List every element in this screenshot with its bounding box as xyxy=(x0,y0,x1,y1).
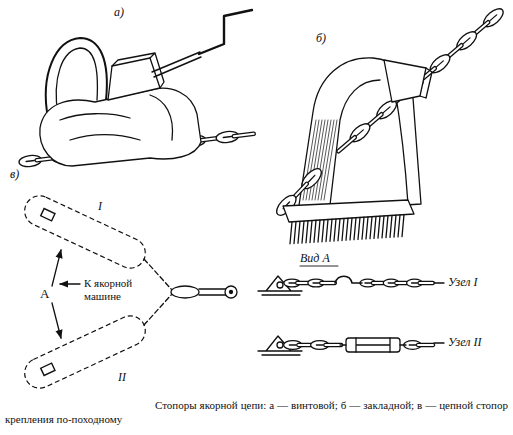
deck-eye xyxy=(258,336,302,355)
base-rib xyxy=(378,216,380,238)
chain-link xyxy=(232,132,255,138)
figure-letter: б) xyxy=(316,32,326,45)
screw-block xyxy=(108,58,160,100)
chain-link xyxy=(309,175,315,182)
base-rib xyxy=(370,217,372,239)
chain-line xyxy=(144,259,172,325)
stopper-body xyxy=(40,88,201,166)
chain-link xyxy=(383,107,390,113)
loop-outline xyxy=(20,192,150,272)
figure-letter: а) xyxy=(114,6,124,19)
base-rib xyxy=(290,222,292,244)
base-rib xyxy=(358,217,360,239)
chain-link xyxy=(416,343,434,346)
base-rib xyxy=(394,215,396,237)
figure-letter: в) xyxy=(10,168,19,181)
shackle xyxy=(171,286,199,298)
chain-eye xyxy=(230,291,233,294)
loop-outline xyxy=(20,312,150,392)
figure-caption: Стопоры якорной цепи: а — винтовой; б — … xyxy=(5,398,508,426)
chain-link xyxy=(437,61,444,67)
chain-link xyxy=(388,282,394,283)
base-rib xyxy=(302,221,304,243)
shading xyxy=(318,120,331,200)
loop-outline xyxy=(10,312,160,392)
chain-link xyxy=(26,161,34,162)
direction-arrow xyxy=(60,283,80,284)
stopper-loop: I xyxy=(10,192,160,272)
node-label: II xyxy=(117,370,127,385)
stopper-loop: II xyxy=(10,312,160,392)
chain-link xyxy=(289,282,295,283)
view-underline xyxy=(300,266,338,267)
base-rib xyxy=(366,217,368,239)
base-rib xyxy=(398,215,400,237)
base-rib xyxy=(338,219,340,241)
chain-link xyxy=(313,282,319,283)
chain-link xyxy=(316,344,323,345)
view-arrow xyxy=(52,303,61,338)
base-rib xyxy=(318,220,320,242)
chain-link xyxy=(412,282,418,283)
deck-eye xyxy=(277,282,283,288)
direction-note: К якорной машине xyxy=(84,277,144,303)
stopper-pawl xyxy=(420,68,432,98)
base-rib xyxy=(402,215,404,237)
base-rib xyxy=(334,219,336,241)
stopper-body xyxy=(60,95,173,140)
base-rib xyxy=(330,219,332,241)
turnbuckle xyxy=(340,338,406,352)
node-callout: Узел II xyxy=(448,336,481,349)
view-title: Вид А xyxy=(300,252,330,265)
base-rib xyxy=(294,222,296,244)
base-rib xyxy=(350,218,352,240)
node-callout: Узел I xyxy=(448,276,477,289)
view-letter: А xyxy=(40,287,49,300)
base-rib xyxy=(390,215,392,237)
deck-eye xyxy=(277,342,283,348)
base-rib xyxy=(386,216,388,238)
base-rib xyxy=(382,216,384,238)
chain-link xyxy=(365,282,371,283)
base-rib xyxy=(310,221,312,243)
chain-link xyxy=(320,281,337,284)
base-rib xyxy=(354,218,356,240)
leader-line xyxy=(434,283,444,343)
deck-eye xyxy=(41,363,55,375)
chain-link xyxy=(336,135,357,154)
view-arrow xyxy=(52,250,61,286)
chain-eye xyxy=(225,286,237,298)
chain-link xyxy=(289,344,296,345)
anchor-chain xyxy=(273,6,506,219)
chain-link xyxy=(357,130,364,136)
base-rib xyxy=(374,216,376,238)
crank-handle xyxy=(199,10,252,54)
chain-link xyxy=(418,281,434,284)
base-rib xyxy=(322,220,324,242)
base-rib xyxy=(326,220,328,242)
base-rib xyxy=(342,218,344,240)
node-label: I xyxy=(97,199,103,214)
deck-eye xyxy=(258,276,302,295)
loop-outline xyxy=(10,192,160,272)
chain-link xyxy=(463,38,470,44)
deck-eye xyxy=(41,209,55,221)
chain-link xyxy=(490,15,497,21)
base-rib xyxy=(306,221,308,243)
shading xyxy=(324,120,337,200)
base-ribs xyxy=(290,215,404,244)
base-rib xyxy=(314,220,316,242)
hook xyxy=(335,276,362,283)
base-rib xyxy=(362,217,364,239)
shackle-bar xyxy=(199,289,226,295)
chain-link xyxy=(223,137,231,138)
base-rib xyxy=(346,218,348,240)
shading xyxy=(321,120,334,200)
base-rib xyxy=(298,221,300,243)
screw-shaft xyxy=(152,52,201,77)
chain-link xyxy=(409,344,416,345)
